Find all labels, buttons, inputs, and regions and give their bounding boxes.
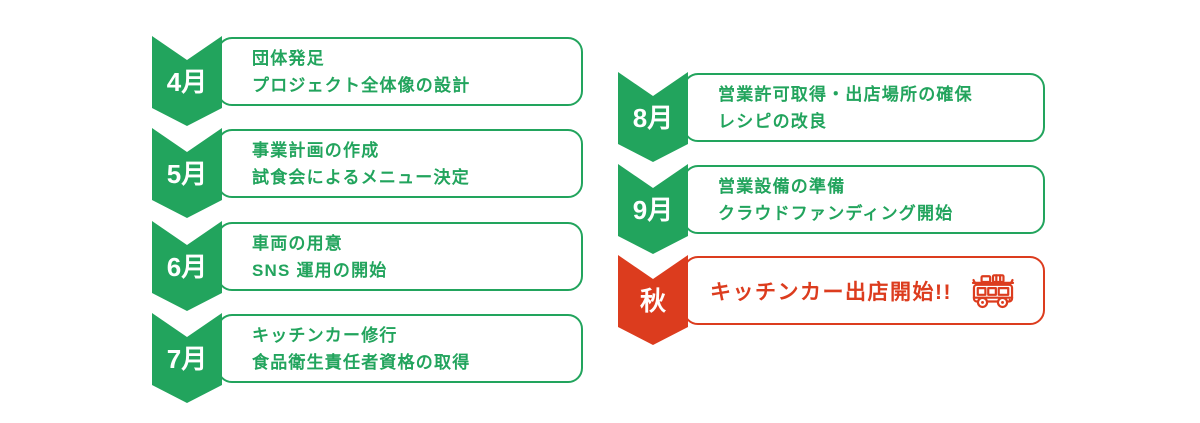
task-line: クラウドファンディング開始 — [718, 203, 954, 223]
month-label: 8月 — [632, 103, 674, 133]
month-label: 5月 — [166, 159, 208, 189]
task-line: 事業計画の作成 — [252, 140, 380, 160]
task-line: 車両の用意 — [252, 233, 343, 253]
task-line: SNS 運用の開始 — [252, 260, 388, 280]
task-line: 食品衛生責任者資格の取得 — [252, 352, 471, 372]
task-line: 試食会によるメニュー決定 — [252, 167, 470, 187]
month-label: 4月 — [166, 67, 208, 97]
task-line: プロジェクト全体像の設計 — [252, 75, 471, 95]
task-line: レシピの改良 — [718, 111, 828, 131]
month-label: 7月 — [166, 344, 208, 374]
month-chevron: 9月 — [618, 164, 688, 254]
goal-text: キッチンカー出店開始!! — [710, 280, 952, 304]
month-chevron: 6月 — [152, 221, 222, 311]
task-box: 事業計画の作成 試食会によるメニュー決定 — [217, 129, 583, 198]
task-box: キッチンカー修行 食品衛生責任者資格の取得 — [217, 314, 583, 383]
season-chevron: 秋 — [618, 255, 688, 345]
task-line: キッチンカー修行 — [252, 325, 398, 345]
task-box: 営業許可取得・出店場所の確保 レシピの改良 — [683, 73, 1045, 142]
month-chevron: 5月 — [152, 128, 222, 218]
task-box: 車両の用意 SNS 運用の開始 — [217, 222, 583, 291]
season-label: 秋 — [639, 286, 666, 316]
goal-box: キッチンカー出店開始!! — [683, 256, 1045, 325]
task-line: 団体発足 — [252, 48, 325, 68]
month-label: 6月 — [166, 252, 208, 282]
task-line: 営業設備の準備 — [718, 176, 846, 196]
month-chevron: 4月 — [152, 36, 222, 126]
task-box: 営業設備の準備 クラウドファンディング開始 — [683, 165, 1045, 234]
month-chevron: 8月 — [618, 72, 688, 162]
month-chevron: 7月 — [152, 313, 222, 403]
task-line: 営業許可取得・出店場所の確保 — [718, 84, 973, 104]
task-box: 団体発足 プロジェクト全体像の設計 — [217, 37, 583, 106]
month-label: 9月 — [632, 195, 674, 225]
food-truck-icon — [971, 273, 1015, 308]
